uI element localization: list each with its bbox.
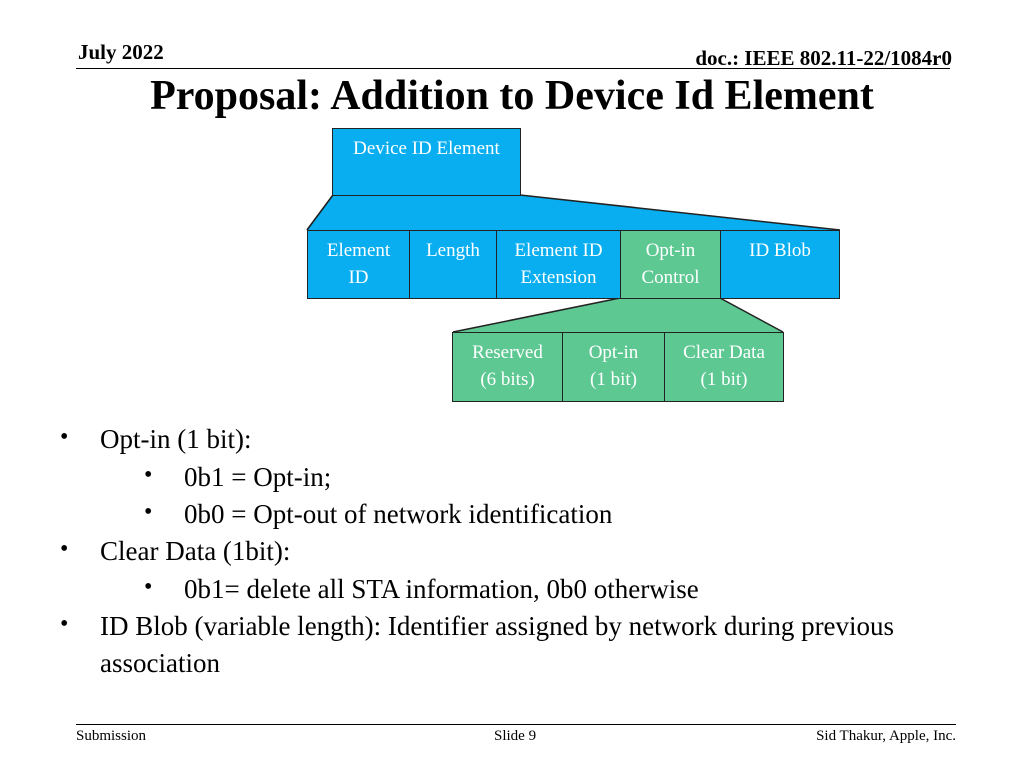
- bits-clear-data-line1: Clear Data: [683, 342, 765, 363]
- footer-slide-number: Slide 9: [494, 728, 537, 744]
- bullet-opt-in-1: 0b1 = Opt-in;: [184, 462, 332, 492]
- bullet-dot: •: [144, 462, 153, 488]
- field-opt-in-control-line2: Control: [641, 267, 700, 288]
- field-element-id-extension-line2: Extension: [520, 267, 597, 288]
- slide-title: Proposal: Addition to Device Id Element: [150, 73, 874, 119]
- bullet-dot: •: [144, 499, 153, 525]
- bits-opt-in-line1: Opt-in: [588, 342, 639, 363]
- device-id-element-box: Device ID Element: [332, 128, 521, 196]
- bullet-dot: •: [60, 536, 69, 562]
- bits-reserved: Reserved (6 bits): [452, 332, 563, 402]
- field-element-id-extension-line1: Element ID: [514, 240, 603, 261]
- header-divider: [76, 68, 950, 69]
- bits-opt-in: Opt-in (1 bit): [562, 332, 665, 402]
- bullet-opt-in-0: 0b0 = Opt-out of network identification: [184, 499, 613, 529]
- field-opt-in-control-line1: Opt-in: [645, 240, 696, 261]
- field-length: Length: [409, 230, 497, 299]
- footer-author: Sid Thakur, Apple, Inc.: [816, 728, 956, 744]
- field-element-id-line2: ID: [348, 267, 369, 288]
- bits-opt-in-line2: (1 bit): [590, 369, 637, 390]
- field-id-blob: ID Blob: [720, 230, 840, 299]
- field-element-id: Element ID: [307, 230, 410, 299]
- field-element-id-extension: Element ID Extension: [496, 230, 621, 299]
- field-opt-in-control: Opt-in Control: [620, 230, 721, 299]
- bits-clear-data-line2: (1 bit): [700, 369, 748, 390]
- bullet-dot: •: [60, 611, 69, 637]
- field-id-blob-line1: ID Blob: [749, 240, 811, 261]
- footer-divider: [76, 724, 956, 725]
- bullet-id-blob: ID Blob (variable length): Identifier as…: [100, 611, 895, 678]
- header-doc-id: doc.: IEEE 802.11-22/1084r0: [695, 46, 952, 70]
- bullet-opt-in: Opt-in (1 bit):: [100, 424, 252, 454]
- field-length-line1: Length: [426, 240, 480, 261]
- bullet-clear-data: Clear Data (1bit):: [100, 536, 291, 566]
- field-element-id-line1: Element: [326, 240, 391, 261]
- bits-clear-data: Clear Data (1 bit): [664, 332, 784, 402]
- header-date: July 2022: [78, 40, 164, 64]
- device-id-element-label: Device ID Element: [353, 138, 500, 159]
- bits-reserved-line2: (6 bits): [480, 369, 535, 390]
- bullet-clear-data-1: 0b1= delete all STA information, 0b0 oth…: [184, 574, 699, 604]
- bullet-dot: •: [144, 574, 153, 600]
- bits-reserved-line1: Reserved: [472, 342, 543, 363]
- footer-submission: Submission: [76, 728, 147, 744]
- bullet-dot: •: [60, 424, 69, 450]
